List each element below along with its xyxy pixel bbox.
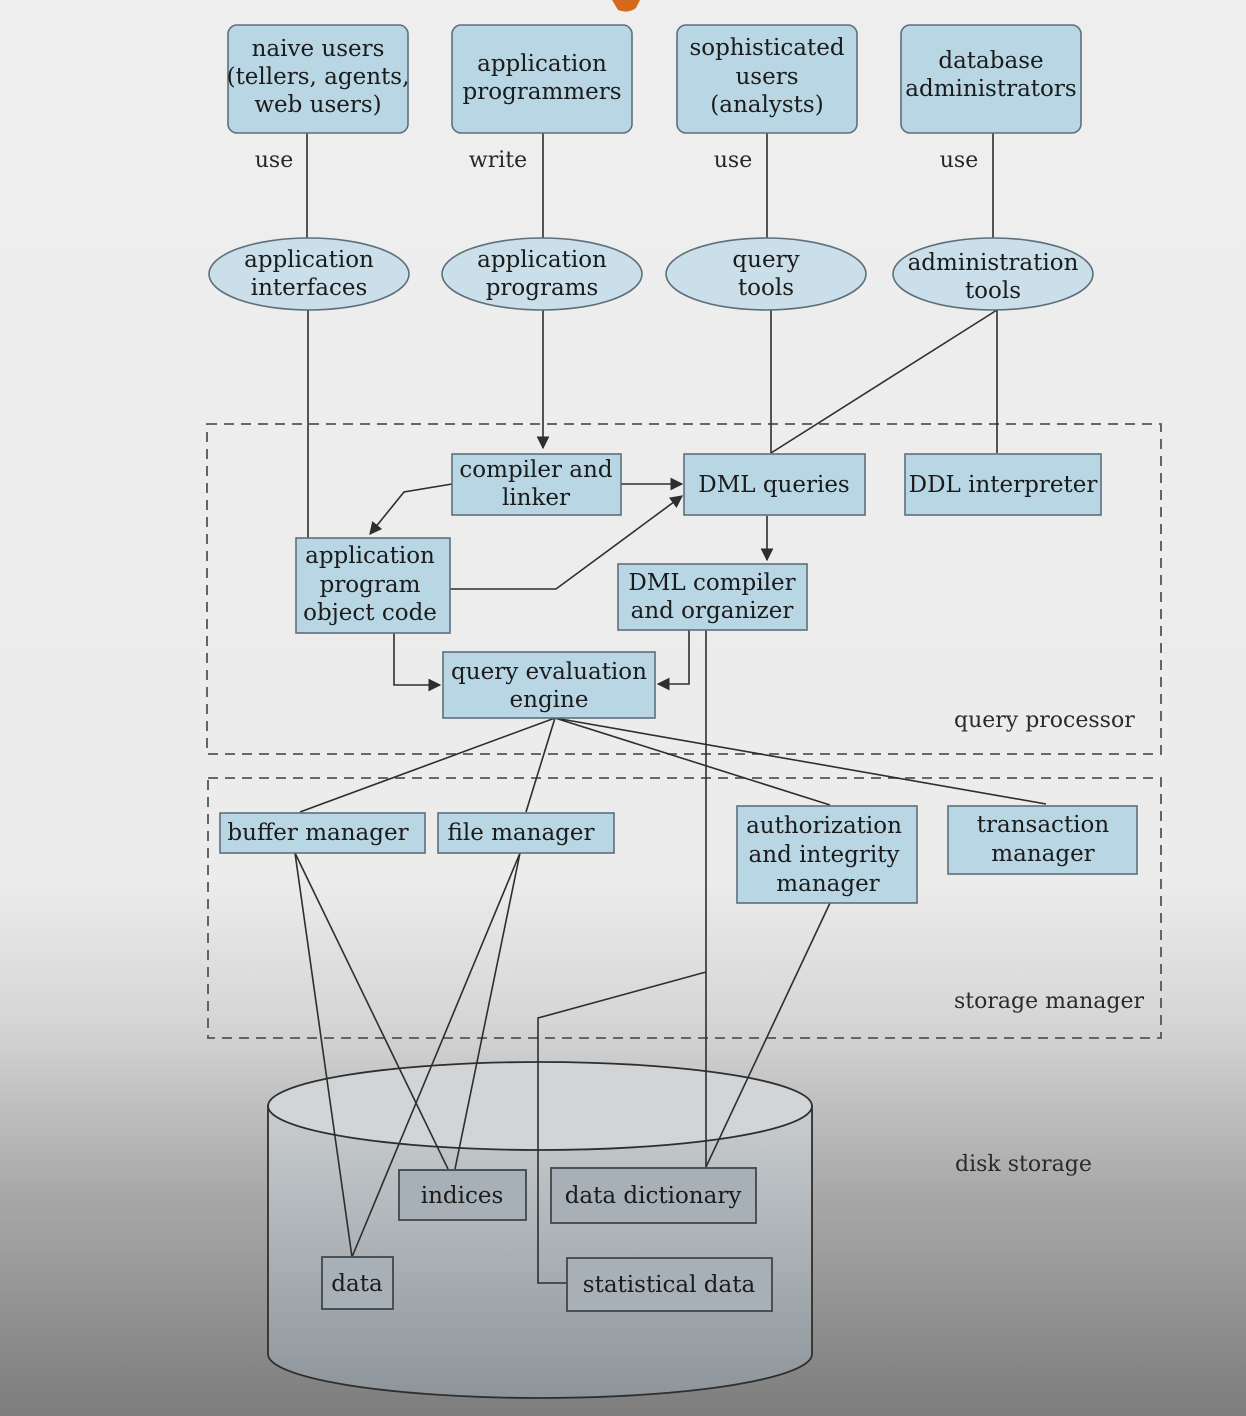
label-line: users [735,64,798,90]
label-line: query [732,247,799,273]
storage-manager-zone [207,777,1162,1039]
label-line: indices [421,1183,504,1209]
label-line: database [938,48,1043,74]
user-database-administrators: database administrators [900,24,1082,134]
label-line: authorization [746,813,902,839]
label-line: query evaluation [451,659,647,685]
label-line: data [331,1271,383,1297]
tool-query-tools: query tools [665,237,867,311]
application-program-object-code-box: application program object code [295,537,451,634]
user-application-programmers: application programmers [451,24,633,134]
label-line: administration [908,250,1079,276]
label-line: application [477,247,607,273]
buffer-manager-box: buffer manager [219,812,426,854]
label-line: file manager [448,820,595,846]
label-line: application [477,51,607,77]
label-line: DML compiler [628,570,795,596]
query-processor-zone [206,423,1162,755]
data-box: data [321,1256,394,1310]
dml-queries-box: DML queries [683,453,866,516]
label-line: naive users [252,36,385,62]
label-line: statistical data [583,1272,756,1298]
authorization-integrity-manager-box: authorization and integrity manager [736,805,918,904]
label-line: (analysts) [710,92,823,118]
ddl-interpreter-box: DDL interpreter [904,453,1102,516]
label-line: manager [991,841,1094,867]
label-line: manager [776,871,879,897]
tool-administration-tools: administration tools [892,237,1094,311]
label-line: programs [486,275,599,301]
disk-storage-cylinder [267,1061,813,1399]
label-line: transaction [977,812,1110,838]
connectors [294,133,1047,1284]
label-line: compiler and [459,457,612,483]
label-line: tools [738,275,794,301]
user-naive-users: naive users (tellers, agents, web users) [227,24,410,134]
dml-compiler-box: DML compiler and organizer [617,563,808,631]
label-line: administrators [905,76,1076,102]
label-line: data dictionary [565,1183,742,1209]
label-line: sophisticated [689,35,844,61]
label-line: buffer manager [227,820,408,846]
label-line: DML queries [698,472,850,498]
label-line: application [305,543,435,569]
verb-use: use [940,148,978,173]
label-line: object code [303,600,437,626]
storage-manager-label: storage manager [954,989,1144,1014]
label-line: linker [502,485,570,511]
label-line: DDL interpreter [909,472,1098,498]
data-dictionary-box: data dictionary [550,1167,757,1224]
label-line: programmers [462,79,621,105]
label-line: web users) [254,92,381,118]
label-line: tools [965,278,1021,304]
indices-box: indices [398,1169,527,1221]
verb-write: write [469,148,527,173]
statistical-data-box: statistical data [566,1257,773,1312]
label-line: application [244,247,374,273]
tool-application-interfaces: application interfaces [208,237,410,311]
title-fragment [612,0,640,12]
label-line: (tellers, agents, [227,64,410,90]
label-line: program [320,572,421,598]
transaction-manager-box: transaction manager [947,805,1138,875]
file-manager-box: file manager [437,812,615,854]
label-line: and integrity [749,842,900,868]
compiler-and-linker-box: compiler and linker [451,453,622,516]
label-line: and organizer [631,598,794,624]
verb-use: use [714,148,752,173]
user-sophisticated-users: sophisticated users (analysts) [676,24,858,134]
query-evaluation-engine-box: query evaluation engine [442,651,656,719]
verb-use: use [255,148,293,173]
query-processor-label: query processor [954,708,1135,733]
tool-application-programs: application programs [441,237,643,311]
disk-storage-label: disk storage [955,1152,1092,1177]
label-line: engine [510,687,589,713]
label-line: interfaces [251,275,368,301]
